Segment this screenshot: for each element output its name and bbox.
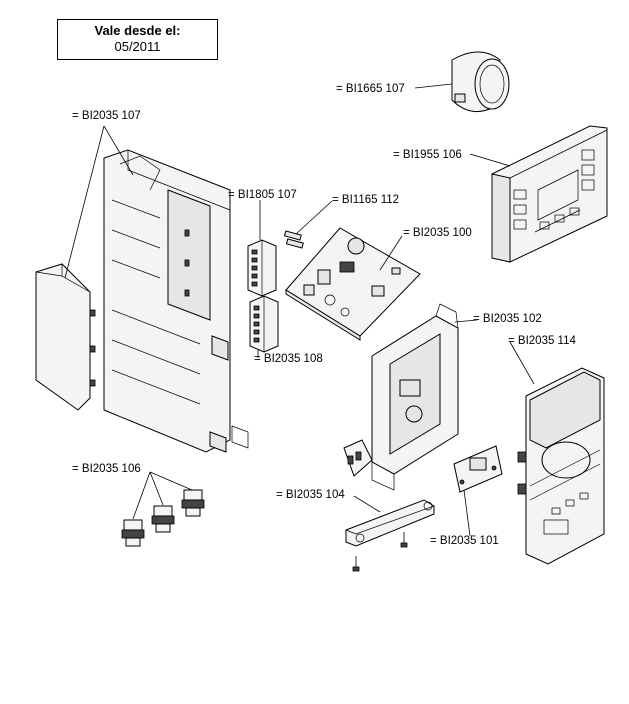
leader-bi2035-107-b (103, 125, 134, 176)
part-fuses-bi1165-112 (283, 230, 304, 249)
screw-2 (352, 556, 360, 572)
leader-bi1665-107 (414, 83, 453, 89)
leader-bi2035-106-b (149, 471, 164, 506)
label-bi2035-100: = BI2035 100 (403, 227, 472, 239)
leader-bi2035-107-a (64, 125, 105, 279)
part-knob-bi1665-107 (451, 51, 510, 113)
cable-gland-2 (151, 505, 175, 533)
cable-gland-3 (121, 519, 145, 547)
leader-bi2035-106-c (149, 471, 193, 491)
leader-bi1165-112 (295, 200, 333, 235)
validity-box: Vale desde el: 05/2011 (57, 19, 218, 60)
label-bi1955-106: = BI1955 106 (393, 149, 462, 161)
part-front-cover-bi2035-114 (517, 367, 605, 565)
part-cover-plate-bi2035-104 (345, 499, 435, 572)
cable-gland-1 (181, 489, 205, 517)
leader-bi2035-106-a (132, 471, 151, 520)
label-bi2035-102: = BI2035 102 (473, 313, 542, 325)
validity-title: Vale desde el: (94, 23, 181, 38)
label-bi1805-107: = BI1805 107 (228, 189, 297, 201)
part-small-board-bi2035-101 (453, 445, 503, 493)
label-bi1665-107: = BI1665 107 (336, 83, 405, 95)
label-bi2035-101: = BI2035 101 (430, 535, 499, 547)
label-bi2035-108: = BI2035 108 (254, 353, 323, 365)
part-terminal-block-bi2035-108 (249, 295, 279, 353)
label-bi1165-112: = BI1165 112 (332, 194, 399, 206)
leader-bi2035-104 (353, 495, 381, 513)
part-terminal-block-bi1805-107 (247, 239, 277, 297)
leader-bi2035-101 (463, 489, 471, 537)
part-housing-bi2035-107 (35, 149, 249, 453)
part-mounting-frame-bi2035-102 (343, 303, 459, 491)
validity-date: 05/2011 (114, 39, 161, 54)
label-bi2035-106: = BI2035 106 (72, 463, 141, 475)
label-bi2035-107: = BI2035 107 (72, 110, 141, 122)
part-display-unit-bi1955-106 (491, 125, 608, 263)
part-circuit-board-bi2035-100 (285, 227, 421, 341)
leader-bi2035-102 (454, 319, 478, 323)
part-cable-glands-bi2035-106 (121, 489, 205, 547)
leader-bi2035-100 (379, 235, 403, 271)
label-bi2035-114: = BI2035 114 (508, 335, 576, 347)
leader-bi2035-114 (509, 341, 535, 385)
screw-1 (400, 532, 408, 548)
label-bi2035-104: = BI2035 104 (276, 489, 345, 501)
leader-bi1955-106 (469, 153, 511, 167)
